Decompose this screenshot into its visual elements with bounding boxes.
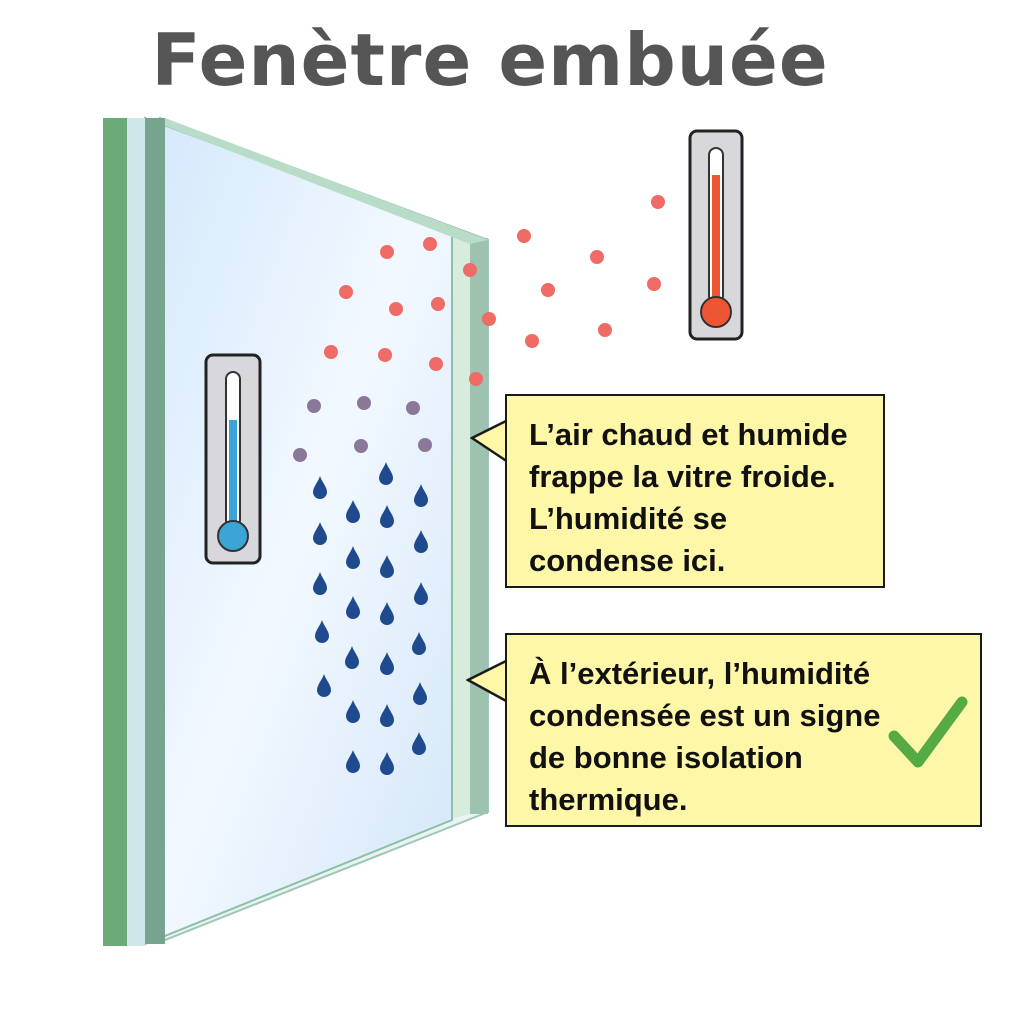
thermometer-cold-icon: [204, 353, 262, 565]
callout-insulation: À l’extérieur, l’humidité condensée est …: [505, 633, 982, 827]
warm-air-dot: [647, 277, 661, 291]
vapor-dot: [406, 401, 420, 415]
warm-air-dot: [469, 372, 483, 386]
water-droplet-icon: [313, 522, 327, 545]
callout-top-pointer: [470, 418, 510, 465]
water-droplet-icon: [380, 555, 394, 578]
warm-air-dot: [590, 250, 604, 264]
checkmark-icon: [888, 696, 968, 768]
water-droplet-icon: [346, 700, 360, 723]
callout-bottom-line: condensée est un signe: [529, 698, 881, 733]
water-droplet-icon: [414, 484, 428, 507]
callout-bottom-line: thermique.: [529, 782, 688, 817]
warm-air-dot: [339, 285, 353, 299]
warm-air-dot: [463, 263, 477, 277]
callout-condensation: L’air chaud et humide frappe la vitre fr…: [505, 394, 885, 588]
water-droplet-icon: [413, 682, 427, 705]
vapor-dot: [307, 399, 321, 413]
water-droplet-icon: [313, 476, 327, 499]
water-droplet-icon: [414, 582, 428, 605]
water-droplet-icon: [346, 596, 360, 619]
warm-air-dot: [429, 357, 443, 371]
vapor-dot: [357, 396, 371, 410]
vapor-particles: [293, 396, 432, 462]
window-frame-gap: [127, 118, 145, 946]
warm-air-dot: [517, 229, 531, 243]
page-title: Fenètre embuée: [151, 18, 829, 102]
vapor-dot: [293, 448, 307, 462]
water-droplet-icon: [345, 646, 359, 669]
warm-air-dot: [431, 297, 445, 311]
callout-top-line: condense ici.: [529, 543, 726, 578]
water-droplet-icon: [346, 500, 360, 523]
water-droplet-icon: [379, 462, 393, 485]
warm-air-particles: [324, 195, 665, 386]
water-droplet-icon: [346, 546, 360, 569]
window-frame-inner: [145, 118, 165, 944]
warm-air-dot: [324, 345, 338, 359]
thermometer-warm-icon: [688, 129, 744, 341]
water-droplet-icon: [380, 505, 394, 528]
water-droplet-icon: [317, 674, 331, 697]
water-droplet-icon: [414, 530, 428, 553]
warm-air-dot: [423, 237, 437, 251]
water-droplet-icon: [380, 602, 394, 625]
warm-air-dot: [482, 312, 496, 326]
water-droplet-icon: [380, 752, 394, 775]
callout-bottom-pointer: [466, 658, 510, 705]
warm-air-dot: [651, 195, 665, 209]
warm-air-dot: [380, 245, 394, 259]
window-frame-left: [103, 118, 127, 946]
water-droplet-icon: [346, 750, 360, 773]
water-droplet-icon: [315, 620, 329, 643]
condensation-droplets: [313, 462, 428, 775]
vapor-dot: [354, 439, 368, 453]
callout-top-line: frappe la vitre froide.: [529, 459, 836, 494]
callout-top-line: L’humidité se: [529, 501, 728, 536]
inner-glass-pane: [144, 116, 453, 946]
water-droplet-icon: [380, 652, 394, 675]
glass-top-bevel: [145, 118, 488, 244]
callout-top-line: L’air chaud et humide: [529, 417, 848, 452]
callout-bottom-line: À l’extérieur, l’humidité: [529, 656, 871, 691]
callout-bottom-line: de bonne isolation: [529, 740, 803, 775]
warm-air-dot: [541, 283, 555, 297]
water-droplet-icon: [313, 572, 327, 595]
water-droplet-icon: [380, 704, 394, 727]
warm-air-dot: [598, 323, 612, 337]
water-droplet-icon: [412, 632, 426, 655]
warm-air-dot: [389, 302, 403, 316]
water-droplet-icon: [412, 732, 426, 755]
warm-air-dot: [378, 348, 392, 362]
warm-air-dot: [525, 334, 539, 348]
vapor-dot: [418, 438, 432, 452]
